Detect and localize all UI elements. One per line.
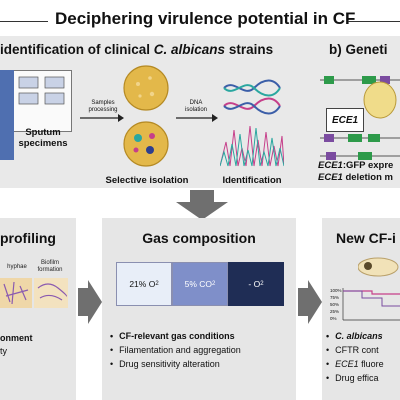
middle-bullet-2: Filamentation and aggregation <box>110 345 241 356</box>
title-rule-left <box>0 21 48 22</box>
sputum-label-1: Sputum <box>25 127 61 138</box>
person-silhouette <box>0 70 14 160</box>
dna-helix-icon <box>223 79 281 115</box>
left-panel <box>0 218 76 400</box>
arrow1-label-2: processing <box>88 107 118 113</box>
left-panel-title: profiling <box>0 230 56 246</box>
survival-graph: 100% 75% 50% 25% 0% <box>330 288 400 322</box>
sputum-label-2: specimens <box>18 138 68 149</box>
arrow2-icon <box>176 114 218 122</box>
right-panel-title: New CF-i <box>336 230 396 246</box>
zebrafish-icon <box>358 257 399 277</box>
plasmid-constructs-icon <box>320 76 400 160</box>
graph-tick-75: 75% <box>330 295 340 300</box>
arrow1-label-1: Samples <box>91 100 115 106</box>
title-rule-right <box>348 21 400 22</box>
microscopy-images-icon <box>0 278 68 308</box>
middle-bullet-1: CF-relevant gas conditions <box>110 331 235 342</box>
left-bullet-2: ty <box>0 346 8 356</box>
right-arrow-2-icon <box>298 280 322 324</box>
right-bullet-2: CFTR cont <box>326 345 379 356</box>
selective-isolation-label: Selective isolation <box>105 175 189 186</box>
graph-tick-0: 0% <box>330 316 337 321</box>
right-bullet-1: C. albicans <box>326 331 383 342</box>
arrow2-label-2: isolation <box>184 107 207 113</box>
right-bullet-4: Drug effica <box>326 373 378 384</box>
sputum-tubes-icon <box>18 76 65 105</box>
sputum-specimens-box <box>12 70 72 132</box>
ece1-gfp-label: ECE1:GFP expre <box>318 160 394 171</box>
section-a-heading: identification of clinical C. albicans s… <box>0 42 274 57</box>
arrow2-label-1: DNA <box>189 100 203 106</box>
graph-tick-50: 50% <box>330 302 340 307</box>
middle-bullet-3: Drug sensitivity alteration <box>110 359 220 370</box>
survival-curves-icon <box>342 288 400 321</box>
identification-label: Identification <box>222 175 282 186</box>
middle-panel-title: Gas composition <box>142 230 256 246</box>
chromatogram-icon <box>220 125 284 167</box>
ece1-gene-box: ECE1 <box>326 108 364 132</box>
left-bullet-1: onment <box>0 333 33 343</box>
petri-dish-bottom-icon <box>123 121 169 167</box>
arrow1-icon <box>80 114 124 122</box>
biofilm-label-2: formation <box>37 267 63 273</box>
biofilm-label-1: Biofilm <box>40 260 59 266</box>
hyphae-label: hyphae <box>7 264 27 270</box>
graph-tick-25: 25% <box>330 309 340 314</box>
graph-tick-100: 100% <box>330 288 342 293</box>
petri-dish-top-icon <box>123 65 169 111</box>
section-b-graphic <box>318 60 400 172</box>
right-arrow-1-icon <box>78 280 102 324</box>
ece1-deletion-label: ECE1 deletion m <box>318 172 393 183</box>
page-title: Deciphering virulence potential in CF <box>55 9 356 28</box>
section-b-heading: b) Geneti <box>329 42 388 57</box>
right-bullet-3: ECE1 fluore <box>326 359 384 370</box>
down-arrow-icon <box>176 190 228 220</box>
